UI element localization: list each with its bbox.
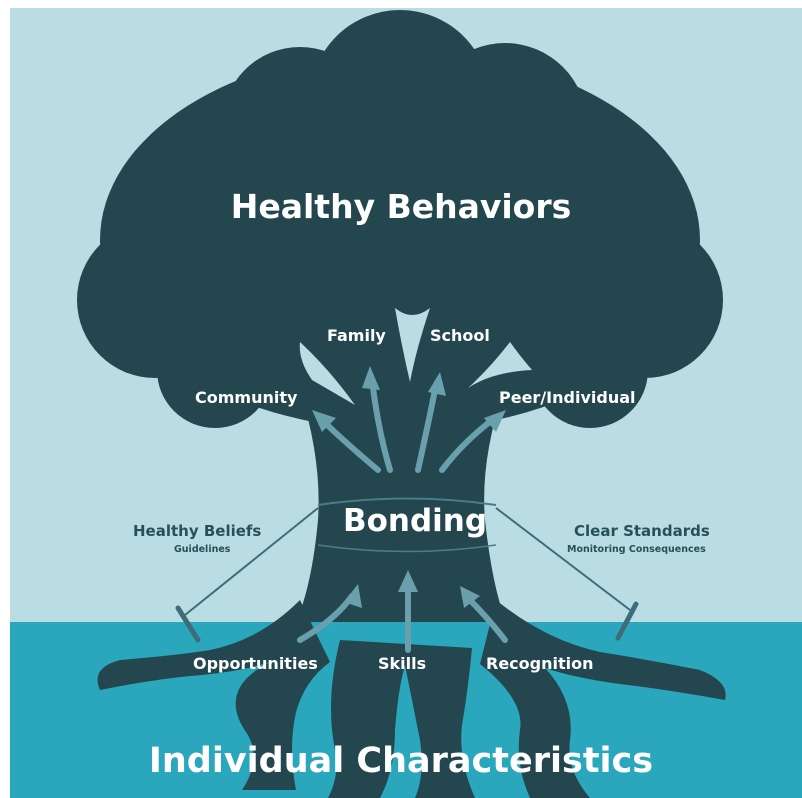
bonding-band-lower: [317, 544, 497, 553]
branch-label-peer-individual: Peer/Individual: [499, 388, 636, 407]
root-left: [97, 600, 330, 790]
bonding-band: [317, 497, 497, 506]
support-lines: [184, 507, 631, 616]
stake-right: [615, 601, 639, 641]
root-center: [328, 640, 475, 798]
branch-label-school: School: [430, 326, 490, 345]
arrowhead-opportunities: [344, 584, 362, 608]
guidelines-label: Guidelines: [174, 544, 231, 555]
canopy-gaps: [299, 308, 532, 405]
canopy-gap-left: [299, 342, 355, 405]
arrowhead-family: [362, 366, 380, 390]
arrowhead-community: [312, 410, 336, 432]
canopy-gap-right: [468, 342, 532, 388]
diagram-title: Healthy Behaviors: [230, 187, 572, 226]
root-label-skills: Skills: [378, 654, 427, 673]
arrowhead-recognition: [460, 586, 480, 608]
clear-standards-label: Clear Standards: [574, 522, 710, 540]
arrow-family: [369, 377, 393, 473]
stake-left: [175, 605, 201, 643]
arrowhead-school: [428, 372, 446, 396]
upper-arrowheads: [312, 366, 506, 432]
lower-arrowheads: [344, 570, 480, 608]
ground-label: Individual Characteristics: [148, 741, 654, 781]
tree-shape: [77, 10, 726, 798]
root-label-recognition: Recognition: [486, 654, 594, 673]
root-label-opportunities: Opportunities: [193, 654, 318, 673]
healthy-beliefs-label: Healthy Beliefs: [133, 522, 262, 540]
arrowhead-peer: [484, 410, 506, 432]
support-line-left: [184, 507, 319, 616]
canopy-gap-center: [395, 308, 430, 382]
root-right: [480, 600, 726, 798]
monitoring-consequences-label: Monitoring Consequences: [567, 544, 706, 555]
branch-label-family: Family: [327, 326, 386, 345]
branch-label-community: Community: [195, 388, 298, 407]
bonding-label: Bonding: [342, 503, 488, 539]
support-line-right: [495, 507, 631, 611]
tree-canopy: [77, 10, 723, 430]
support-stakes: [175, 601, 639, 643]
arrowhead-skills: [398, 570, 418, 592]
